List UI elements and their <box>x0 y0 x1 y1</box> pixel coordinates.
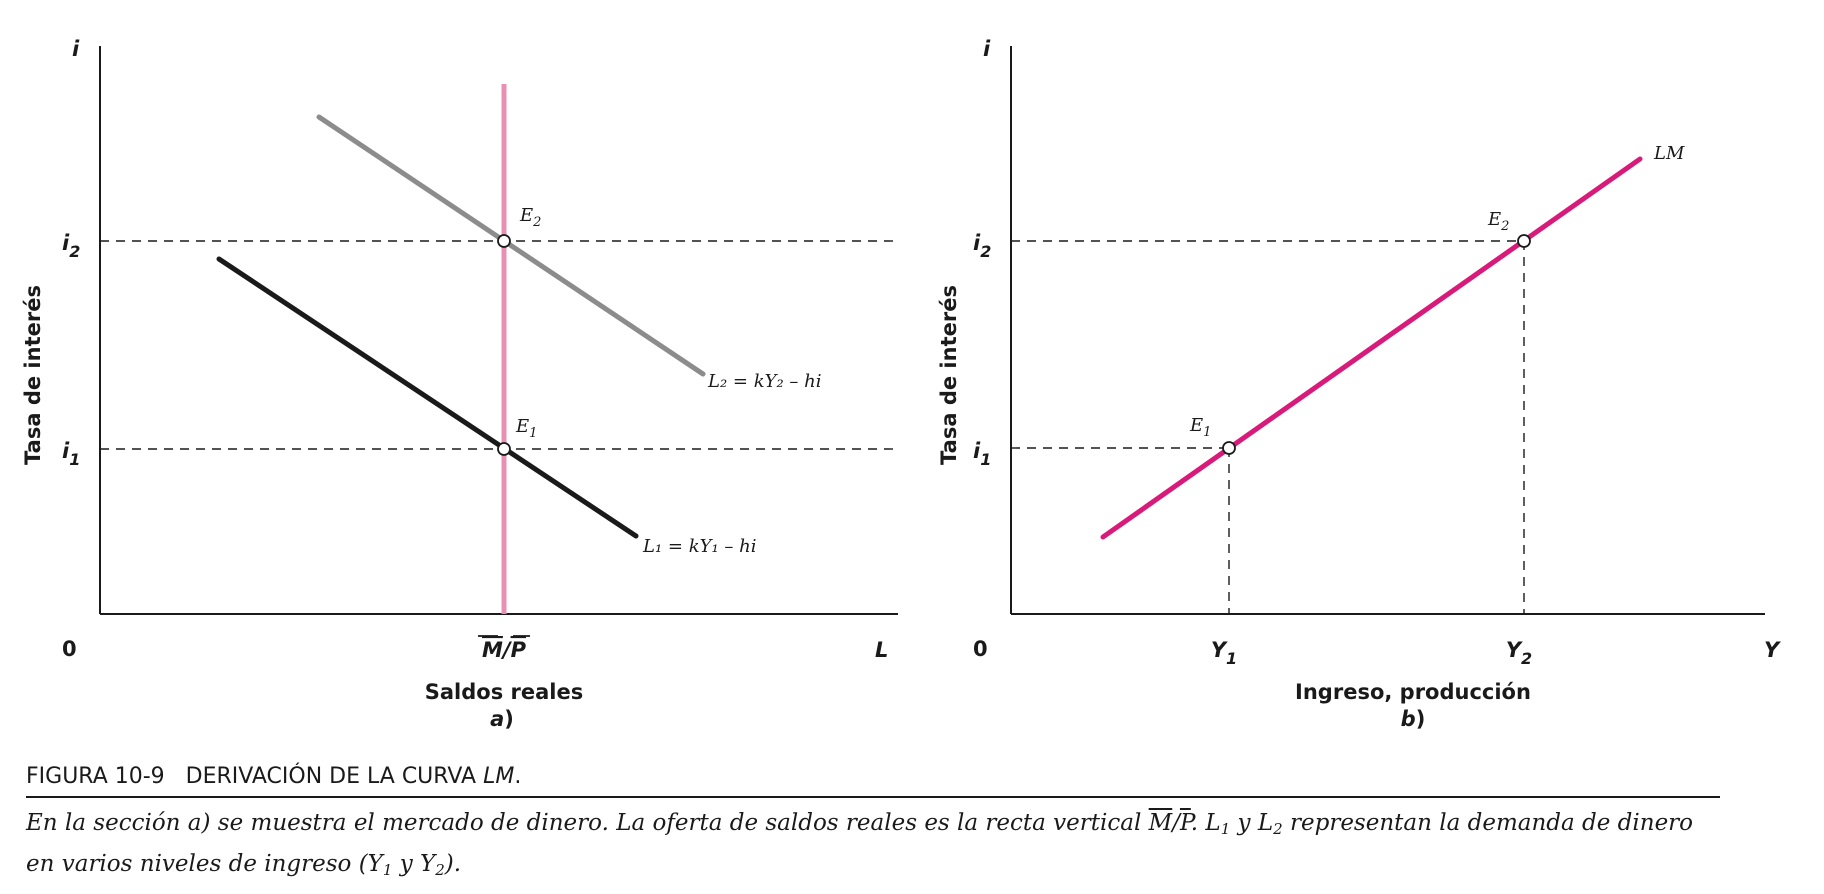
LM-curve <box>1100 156 1643 540</box>
E1-point-b <box>1222 441 1236 455</box>
panel-a-origin: 0 <box>62 637 77 661</box>
panel-b: i Tasa de interés i2 i1 0 Y1 Y2 Y Ingres… <box>937 37 1781 731</box>
E1-label-b: E1 <box>1189 415 1211 440</box>
L1-label: L₁ = kY₁ – hi <box>642 536 757 557</box>
panel-b-Y2-tick: Y2 <box>1506 638 1532 668</box>
panel-a-x-title: Saldos reales <box>425 680 583 704</box>
panel-b-Y1-tick: Y1 <box>1211 638 1237 668</box>
panel-b-y-title: Tasa de interés <box>937 285 961 465</box>
panel-b-i2-tick: i2 <box>973 231 991 261</box>
panel-a: i Tasa de interés i2 i1 0 M/P L Saldos r… <box>21 37 898 731</box>
panel-a-y-symbol: i <box>72 37 80 61</box>
panel-a-MP-tick: M/P <box>482 638 527 662</box>
E1-label-a: E1 <box>515 416 537 441</box>
panel-a-tag: a) <box>490 707 514 731</box>
L2-label: L₂ = kY₂ – hi <box>707 371 822 392</box>
E2-label-b: E2 <box>1487 209 1509 234</box>
L1-demand-curve <box>216 256 639 539</box>
panel-b-x-symbol: Y <box>1764 638 1781 662</box>
L2-demand-curve <box>316 114 706 377</box>
caption-divider <box>26 796 1720 798</box>
figure-caption-text: En la sección a) se muestra el mercado d… <box>26 810 1701 879</box>
E2-point-b <box>1517 234 1531 248</box>
panel-b-origin: 0 <box>973 637 988 661</box>
panel-a-i2-tick: i2 <box>62 231 80 261</box>
panel-a-i1-tick: i1 <box>62 439 80 469</box>
E2-point-a <box>497 234 511 248</box>
panel-b-y-symbol: i <box>983 37 991 61</box>
LM-label: LM <box>1653 143 1685 164</box>
panel-b-x-title: Ingreso, producción <box>1295 680 1531 704</box>
panel-a-x-symbol: L <box>875 638 888 662</box>
panel-b-tag: b) <box>1401 707 1426 731</box>
E2-label-a: E2 <box>519 205 541 230</box>
figure-caption-title: FIGURA 10-9 DERIVACIÓN DE LA CURVA LM. <box>26 764 522 789</box>
E1-point-a <box>497 442 511 456</box>
panel-a-y-title: Tasa de interés <box>21 285 45 465</box>
panel-b-i1-tick: i1 <box>973 439 991 469</box>
